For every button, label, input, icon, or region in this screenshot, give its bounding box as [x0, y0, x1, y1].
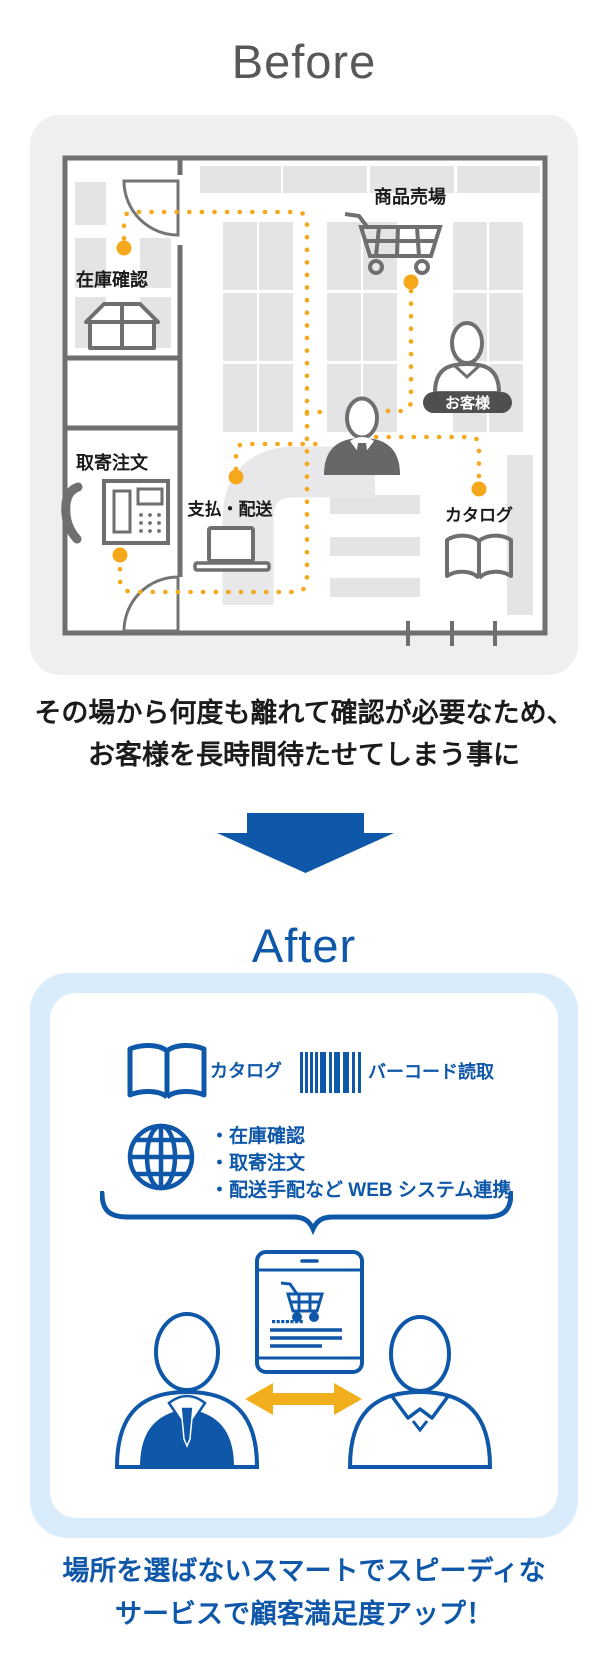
before-caption: その場から何度も離れて確認が必要なため、 お客様を長時間待たせてしまう事に — [0, 692, 608, 776]
before-caption-line1: その場から何度も離れて確認が必要なため、 — [34, 698, 574, 728]
open-book-icon — [445, 533, 513, 580]
barcode-icon — [300, 1052, 361, 1093]
shopping-cart-icon — [344, 212, 443, 275]
stock-check-label: 在庫確認 — [76, 269, 148, 290]
after-panel: カタログ バーコード読取 ・在庫確認 ・取寄注文 ・配送手配など WEB システ… — [30, 973, 578, 1538]
customer-badge: お客様 — [423, 392, 512, 413]
laptop-icon — [193, 526, 271, 572]
catalog-label-before: カタログ — [445, 505, 513, 525]
floorplan-drawing: お客様 在庫確認 取寄注文 支払・配送 商品売場 カタログ — [61, 155, 548, 646]
payment-delivery-label: 支払・配送 — [188, 499, 274, 519]
feature-stock-check: ・在庫確認 — [210, 1126, 306, 1147]
screen-text-lines — [270, 1328, 342, 1348]
curly-brace-icon — [100, 1191, 513, 1235]
back-order-label: 取寄注文 — [76, 452, 149, 473]
shelf-blocks — [75, 166, 540, 615]
customer-badge-label: お客様 — [445, 394, 491, 412]
staff-person-icon — [114, 1312, 260, 1469]
feature-web-link: ・配送手配など WEB システム連携 — [210, 1180, 512, 1201]
after-caption: 場所を選ばないスマートでスピーディな サービスで顧客満足度アップ！ — [0, 1550, 608, 1636]
floorplan-labels: 在庫確認 取寄注文 支払・配送 商品売場 カタログ — [76, 186, 513, 525]
after-title: After — [251, 919, 357, 972]
before-caption-line2: お客様を長時間待たせてしまう事に — [88, 740, 520, 770]
screen-dots — [272, 1320, 303, 1324]
path-endpoint-dots — [112, 240, 487, 563]
entrance-ticks — [406, 621, 497, 646]
after-caption-line1: 場所を選ばないスマートでスピーディな — [62, 1556, 546, 1586]
globe-icon — [127, 1123, 195, 1191]
barcode-label: バーコード読取 — [368, 1062, 494, 1082]
after-scene — [114, 1250, 493, 1469]
package-box-icon — [84, 302, 160, 350]
staff-person-icon — [324, 396, 400, 475]
telephone-icon — [61, 479, 170, 545]
corridor-band — [222, 446, 375, 605]
before-floorplan-panel: お客様 在庫確認 取寄注文 支払・配送 商品売場 カタログ — [30, 115, 578, 675]
feature-back-order: ・取寄注文 — [210, 1153, 306, 1174]
before-title: Before — [231, 35, 377, 88]
open-book-icon — [127, 1043, 207, 1100]
customer-person-icon — [347, 1315, 493, 1469]
tablet-icon — [255, 1250, 364, 1374]
customer-person-icon — [432, 321, 502, 395]
catalog-label: カタログ — [210, 1061, 282, 1081]
down-arrow-icon — [217, 813, 394, 873]
after-caption-line2: サービスで顧客満足度アップ！ — [115, 1599, 493, 1629]
walking-path-dots — [117, 209, 482, 595]
double-arrow-icon — [245, 1383, 362, 1415]
floorplan-walls-inner — [65, 158, 183, 577]
sales-floor-label: 商品売場 — [374, 186, 446, 207]
